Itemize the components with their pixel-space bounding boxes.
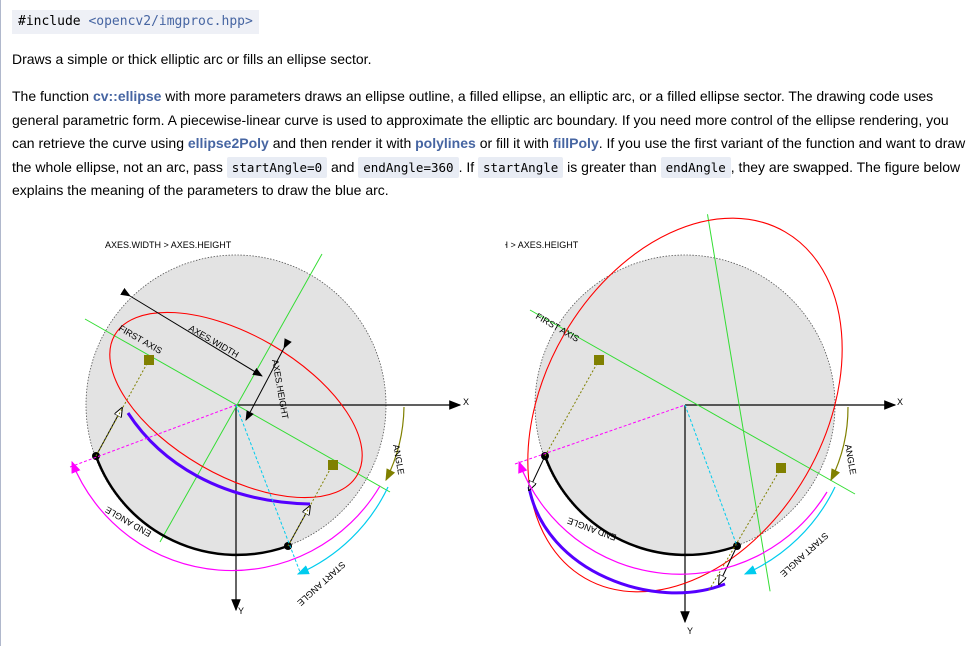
link-cv-ellipse[interactable]: cv::ellipse — [92, 88, 162, 104]
axes-height-arrow — [245, 338, 292, 421]
start-angle-arc — [743, 486, 836, 575]
circle-arc — [543, 455, 738, 557]
link-fillpoly[interactable]: fillPoly — [552, 135, 599, 151]
blue-arc — [126, 412, 311, 506]
projection-arrow — [529, 455, 546, 490]
ellipse-outline — [527, 217, 843, 593]
desc-text: and then render it with — [268, 135, 416, 151]
axis-marker — [328, 460, 338, 470]
second-axis-line — [159, 253, 323, 543]
desc-text: . If you use the first variant of the fu… — [12, 135, 966, 175]
desc-text: , they are swapped. The figure below exp… — [12, 158, 961, 199]
figure-title: AXES.WIDTH > AXES.HEIGHT — [105, 240, 232, 250]
start-angle-ray — [684, 404, 738, 547]
include-header-link[interactable]: <opencv2/imgproc.hpp> — [88, 14, 253, 29]
x-axis-label: X — [463, 397, 469, 407]
blue-arc — [527, 486, 726, 595]
include-code: #include <opencv2/imgproc.hpp> — [12, 10, 259, 34]
y-axis-label: Y — [687, 626, 693, 636]
code-endangle-360: endAngle=360 — [358, 156, 459, 178]
start-angle-label: START ANGLE — [295, 560, 347, 608]
axis-marker — [144, 355, 154, 365]
end-angle-arc — [71, 460, 381, 572]
link-ellipse2poly[interactable]: ellipse2Poly — [187, 135, 269, 151]
angle-label: ANGLE — [391, 444, 406, 476]
x-axis-label: X — [897, 397, 903, 407]
axis-marker — [776, 463, 786, 473]
function-description: The function cv::ellipse with more param… — [12, 85, 972, 203]
axes-width-arrow — [120, 287, 263, 377]
second-axis-line — [706, 214, 771, 592]
desc-text: or fill it with — [475, 135, 553, 151]
desc-text: The function — [12, 88, 93, 104]
code-endangle: endAngle — [660, 156, 731, 178]
function-summary: Draws a simple or thick elliptic arc or … — [12, 51, 372, 67]
angle-label: ANGLE — [843, 444, 858, 476]
y-axis-label: Y — [238, 606, 244, 616]
desc-text: . If — [458, 158, 479, 175]
projection-arrow — [719, 545, 738, 584]
link-polylines[interactable]: polylines — [415, 135, 476, 151]
desc-text: with more parameters draws an ellipse ou… — [12, 88, 949, 151]
include-keyword: #include — [18, 14, 89, 29]
start-angle-arc — [296, 486, 389, 575]
code-startangle: startAngle — [478, 156, 564, 178]
axis-marker — [594, 355, 604, 365]
figure-title: AXES.WIDTH > AXES.HEIGHT — [505, 240, 579, 250]
desc-text: is greater than — [563, 158, 661, 175]
desc-text: and — [327, 158, 359, 175]
olive-dashed — [287, 463, 334, 547]
first-axis-line — [529, 309, 856, 495]
circle-arc — [94, 455, 289, 557]
end-angle-ray — [69, 404, 237, 468]
ellipse-diagram-right: AXES.WIDTH > AXES.HEIGHT X Y FIRST AXIS … — [505, 214, 903, 636]
end-angle-arc — [518, 460, 828, 575]
code-startangle-0: startAngle=0 — [226, 156, 328, 178]
ellipse-diagram-left: AXES.WIDTH > AXES.HEIGHT X Y AXES.WIDTH … — [69, 240, 469, 616]
angle-arc — [830, 406, 849, 482]
angle-arc — [385, 406, 405, 482]
